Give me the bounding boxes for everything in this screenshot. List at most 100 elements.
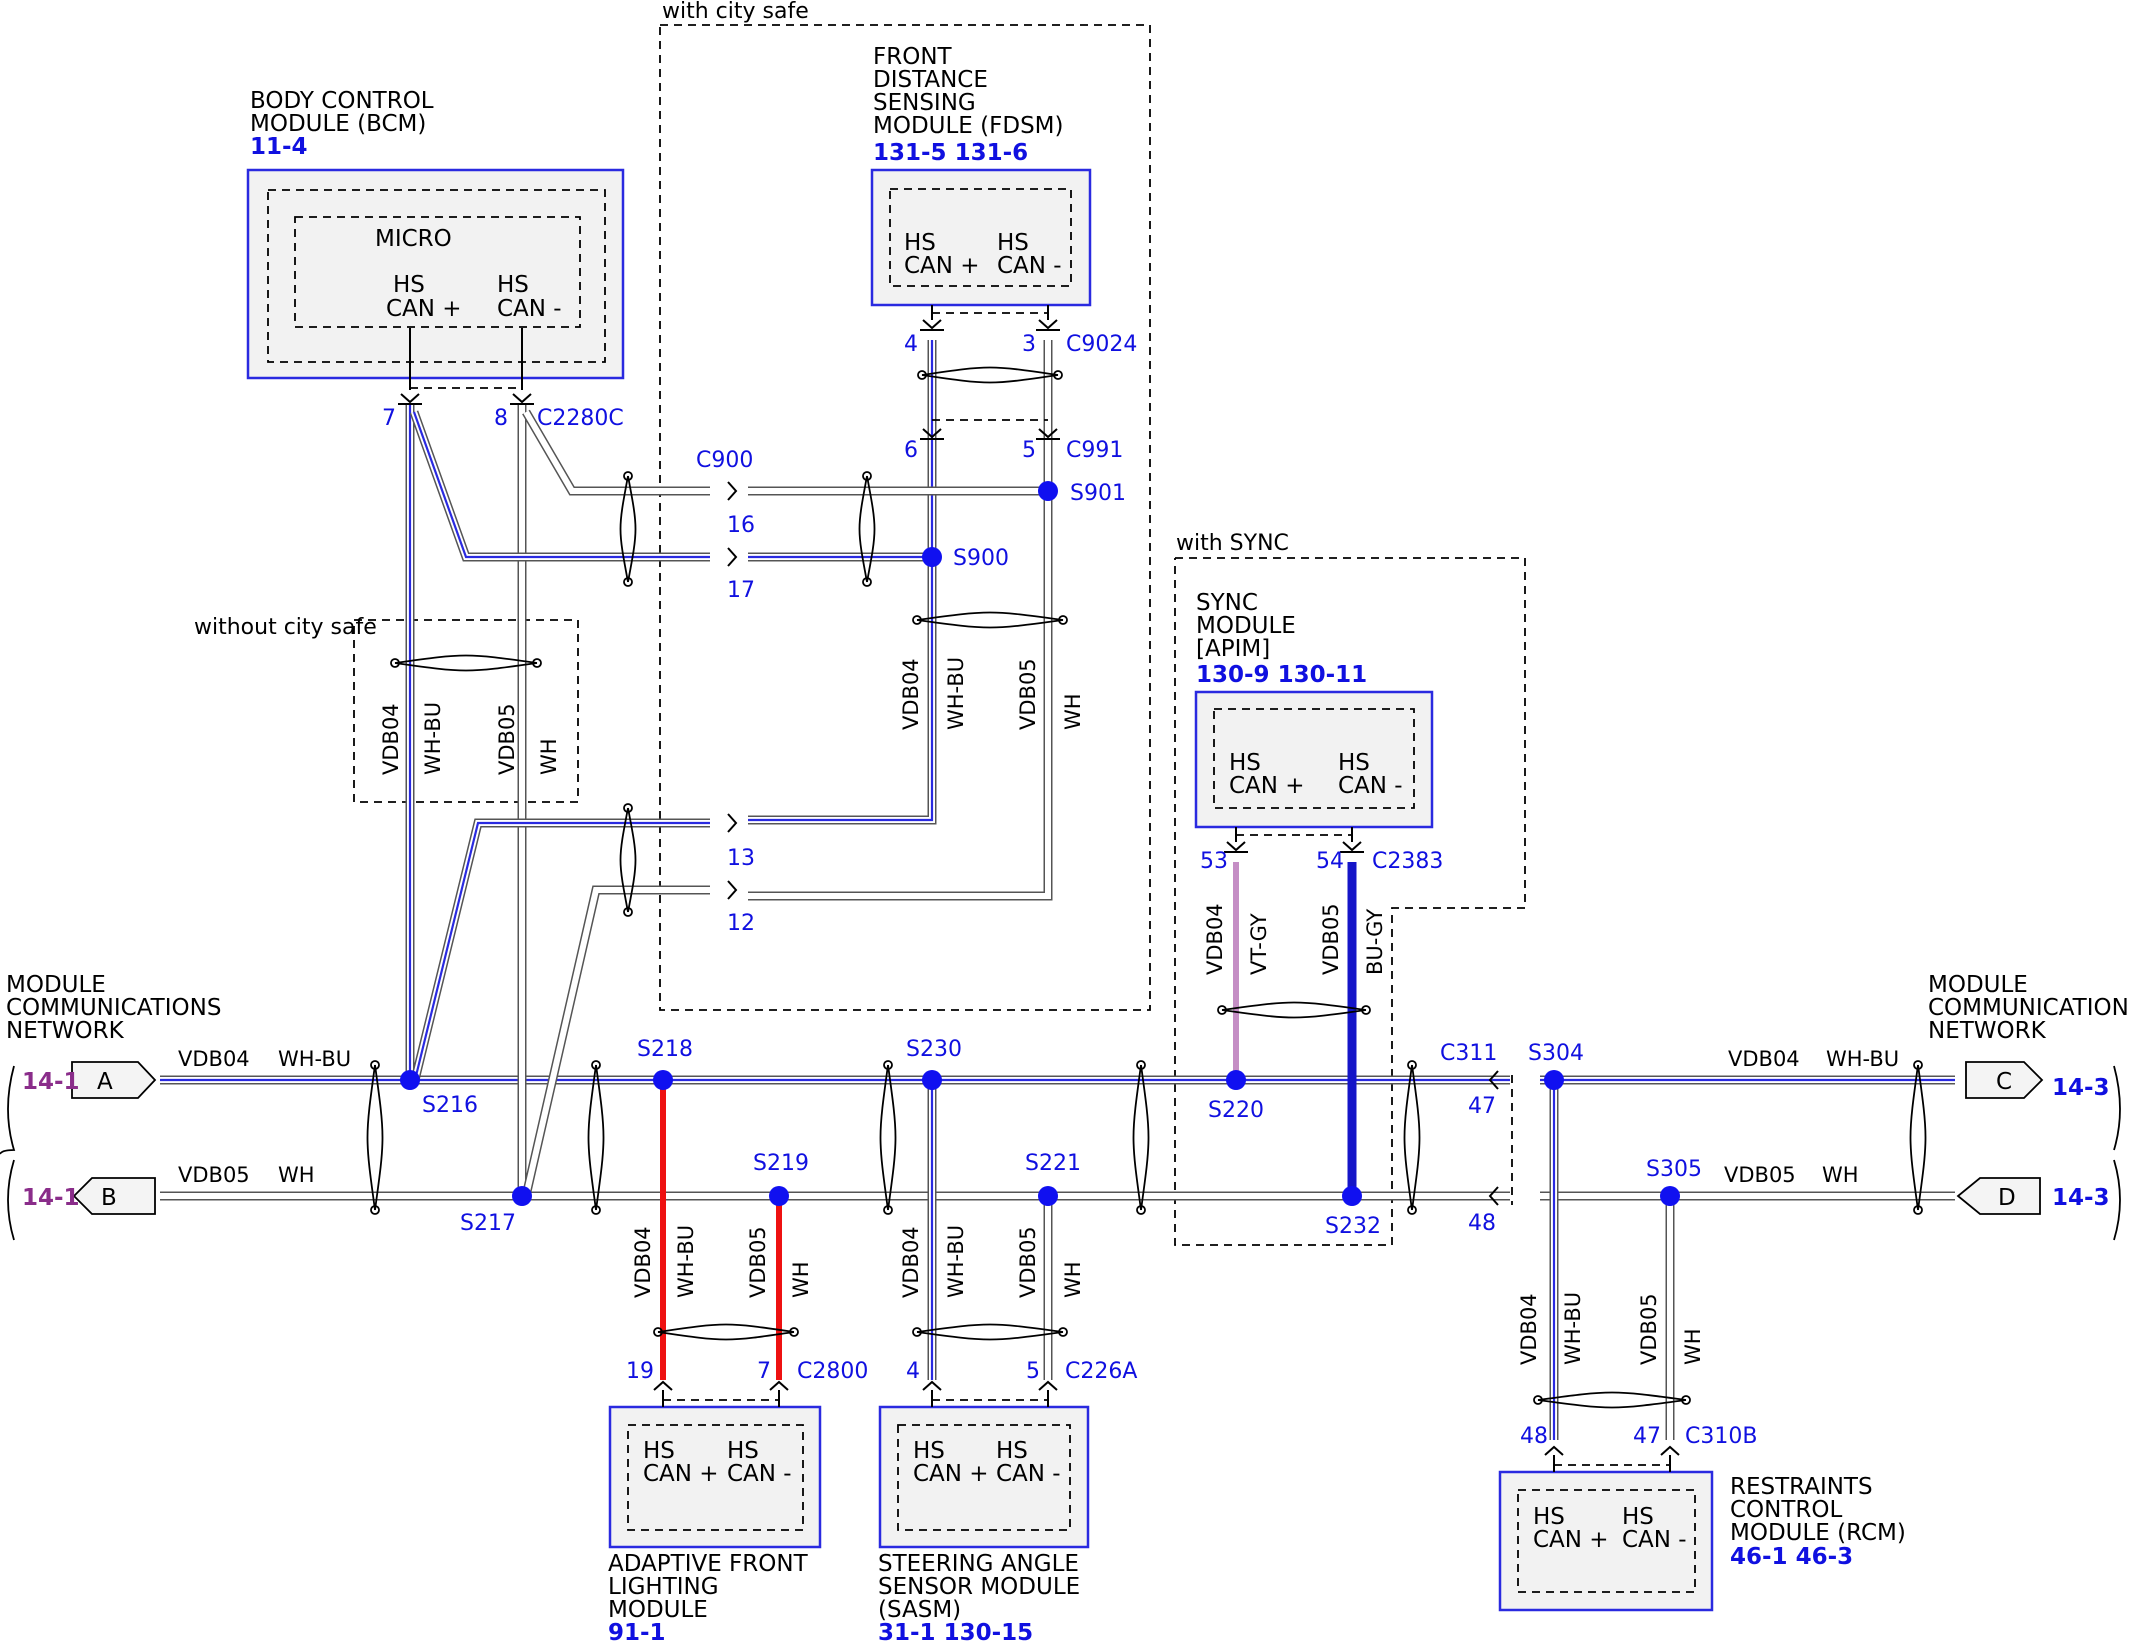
twist-sasm-a [916, 1323, 1064, 1333]
twist-c900-lower-end1 [623, 803, 633, 813]
connector-a-ref-link[interactable]: 14-1 [22, 1069, 80, 1095]
fdsm-pin2-line2: CAN - [997, 253, 1062, 279]
rcm-ref-link[interactable]: 46-1 46-3 [1730, 1544, 1853, 1570]
pin-marker-aflm-19 [653, 1380, 673, 1391]
connector-c-ref-link[interactable]: 14-3 [2052, 1075, 2110, 1101]
twist-bcm-c900-upper-end1 [623, 471, 633, 481]
wire-fdsm-plus [748, 340, 937, 825]
twist-bus-5-end1 [1913, 1060, 1923, 1070]
fdsm-title-line3: SENSING [873, 90, 976, 116]
twist-bus-0-b [374, 1064, 384, 1211]
pin-rcm-48: 48 [1520, 1424, 1548, 1449]
splice-label-s305: S305 [1646, 1157, 1702, 1182]
pin-marker-c311-48 [1488, 1186, 1499, 1206]
bcm-ref-link[interactable]: 11-4 [250, 134, 308, 160]
twist-sasm-b [916, 1331, 1064, 1341]
aflm-title-line2: LIGHTING [608, 1574, 719, 1600]
twist-fdsm-upper-a [921, 366, 1059, 376]
twist-aflm-a [657, 1323, 795, 1333]
connector-b[interactable] [72, 1177, 156, 1215]
twist-c900-lower-end2 [623, 907, 633, 917]
connector-id-c226a: C226A [1065, 1359, 1137, 1384]
vlabel-sync-vdb04: VDB04 [1203, 903, 1227, 975]
twist-aflm-b [657, 1331, 795, 1341]
rcm-pin1-line1: HS [1533, 1504, 1565, 1530]
pin-marker-fdsm-3 [1038, 319, 1058, 330]
twist-sync-end2 [1361, 1005, 1371, 1015]
sasm-pin1-line2: CAN + [913, 1461, 989, 1487]
twist-sync-end1 [1217, 1005, 1227, 1015]
pin-bcm-8: 8 [494, 406, 508, 431]
wire-fdsm-plus-core [748, 340, 935, 823]
module-sync-apim: SYNC MODULE [APIM] 130-9 130-11 HS CAN +… [1194, 590, 1434, 829]
splice-label-s230: S230 [906, 1037, 962, 1062]
twist-rcm-b [1537, 1399, 1687, 1409]
splice-label-s217: S217 [460, 1211, 516, 1236]
pin-aflm-19: 19 [626, 1359, 654, 1384]
connector-d[interactable] [1956, 1177, 2041, 1215]
wire-fdsm-minus-outline [748, 340, 1053, 901]
connector-a[interactable] [71, 1061, 157, 1099]
wire-s217-to-c900-12 [521, 885, 710, 1198]
sasm-pin2-line1: HS [996, 1438, 1028, 1464]
vlabel-fdsm-vdb05: VDB05 [1016, 658, 1040, 730]
network-right-line3: NETWORK [1928, 1018, 2047, 1044]
wire-label-vdb04-right: VDB04 [1728, 1047, 1800, 1071]
bcm-pin1-line2: CAN + [386, 296, 462, 322]
vlabel-aflm-vdb04: VDB04 [631, 1226, 655, 1298]
pin-c900-17: 17 [727, 578, 755, 603]
network-right-line1: MODULE [1928, 972, 2028, 998]
connector-c[interactable] [1965, 1061, 2044, 1099]
twist-bus-2-end2 [883, 1205, 893, 1215]
vlabel-sasm-vdb05: VDB05 [1016, 1226, 1040, 1298]
twist-bus-5-end2 [1913, 1205, 1923, 1215]
fdsm-pin1-line2: CAN + [904, 253, 980, 279]
twist-bus-3-a [1132, 1064, 1142, 1211]
twist-fdsm-lower-end2 [1058, 615, 1068, 625]
splice-label-s220: S220 [1208, 1098, 1264, 1123]
vlabel-fdsm-vdb04: VDB04 [899, 658, 923, 730]
twist-bus-5-a [1909, 1064, 1919, 1211]
vlabel-aflm-wh: WH [789, 1261, 813, 1298]
pin-marker-rcm-48 [1544, 1445, 1564, 1456]
connector-id-c311: C311 [1440, 1041, 1497, 1066]
pin-c991-6: 6 [904, 438, 918, 463]
pin-sync-54: 54 [1316, 849, 1344, 874]
sync-ref-link[interactable]: 130-9 130-11 [1196, 662, 1367, 688]
pin-c991-5: 5 [1022, 438, 1036, 463]
fdsm-title-line2: DISTANCE [873, 67, 988, 93]
twist-c900-s900-a [858, 475, 868, 583]
splice-label-s221: S221 [1025, 1151, 1081, 1176]
wire-bcm7-to-c900-17 [409, 410, 710, 562]
connector-d-ref-link[interactable]: 14-3 [2052, 1185, 2110, 1211]
wire-color-whbu-left: WH-BU [278, 1047, 351, 1071]
connector-b-ref-link[interactable]: 14-1 [22, 1185, 80, 1211]
twist-without-city-safe-end2 [532, 658, 542, 668]
bcm-micro-label: MICRO [375, 226, 452, 252]
splice-label-s232: S232 [1325, 1214, 1381, 1239]
region-without-city-safe: without city safe [194, 615, 579, 803]
pin-marker-c900-12 [727, 880, 738, 900]
twist-fdsm-upper-end2 [1053, 370, 1063, 380]
wire-color-wh-left: WH [278, 1163, 315, 1187]
connector-id-c2280c: C2280C [537, 406, 624, 431]
network-right-brace-bottom [2113, 1159, 2121, 1241]
splice-label-s218: S218 [637, 1037, 693, 1062]
sasm-ref-link[interactable]: 31-1 130-15 [878, 1620, 1033, 1643]
aflm-title-line1: ADAPTIVE FRONT [608, 1551, 809, 1577]
aflm-pin1-line1: HS [643, 1438, 675, 1464]
fdsm-ref-link[interactable]: 131-5 131-6 [873, 140, 1028, 166]
bcm-title-line1: BODY CONTROL [250, 88, 434, 114]
wire-bcm8-to-c900-16-core [523, 410, 710, 494]
module-sasm: HS CAN + HS CAN - STEERING ANGLE SENSOR … [878, 1405, 1090, 1643]
pin-marker-c900-17 [727, 547, 738, 567]
splice-s305 [1660, 1186, 1680, 1206]
bcm-pin1-line1: HS [393, 272, 425, 298]
splice-points [400, 481, 1680, 1206]
vlabel-aflm-vdb05: VDB05 [746, 1226, 770, 1298]
aflm-ref-link[interactable]: 91-1 [608, 1620, 666, 1643]
pin-marker-sasm-5 [1038, 1380, 1058, 1391]
pin-marker-c991-5 [1038, 428, 1058, 439]
sync-pin1-line2: CAN + [1229, 773, 1305, 799]
